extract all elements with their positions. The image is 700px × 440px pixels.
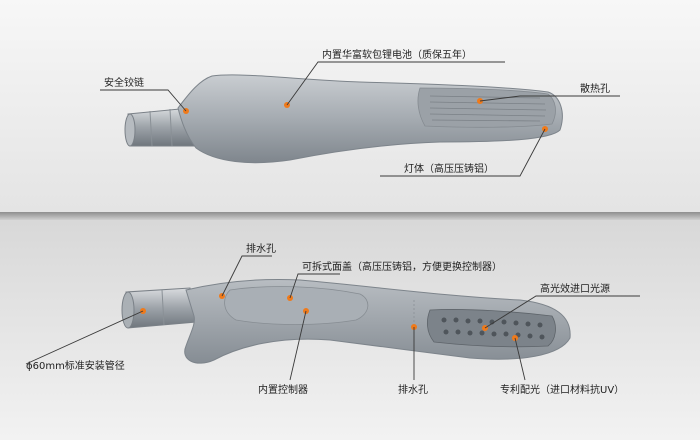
leader-body <box>380 128 546 177</box>
bottom-lamp-led-module <box>426 309 556 348</box>
top-lamp-heatsink <box>417 87 556 128</box>
label-light-source: 高光效进口光源 <box>540 282 610 295</box>
label-drain-bottom: 排水孔 <box>398 383 428 396</box>
leader-heat-holes <box>479 95 620 102</box>
bottom-lamp-pipe-end <box>121 291 135 329</box>
leader-pipe <box>25 310 144 365</box>
label-body: 灯体（高压压铸铝） <box>404 162 494 175</box>
label-heat-holes: 散热孔 <box>580 82 610 95</box>
leader-cover <box>289 273 340 299</box>
top-leaders <box>100 61 620 177</box>
bottom-lamp-pipe <box>125 287 197 329</box>
leader-light-source <box>484 295 640 329</box>
leader-battery <box>286 61 505 106</box>
leader-hinge <box>100 89 187 112</box>
label-pipe: ɸ60mm标准安装管径 <box>26 359 125 372</box>
bottom-lamp <box>121 278 571 364</box>
leader-optics <box>514 337 526 381</box>
leader-drain-top <box>221 255 272 297</box>
bottom-leaders <box>25 255 640 381</box>
label-battery: 内置华富软包锂电池（质保五年） <box>322 48 472 61</box>
bottom-lamp-cover <box>224 286 369 325</box>
panel-divider <box>0 212 700 220</box>
label-optics: 专利配光（进口材料抗UV） <box>500 383 624 396</box>
leader-controller <box>289 310 307 381</box>
top-lamp-pipe-end <box>124 113 136 147</box>
label-drain-top: 排水孔 <box>246 242 276 255</box>
top-lamp <box>124 74 563 164</box>
label-cover: 可拆式面盖（高压压铸铝，方便更换控制器） <box>302 260 502 273</box>
label-controller: 内置控制器 <box>258 383 308 396</box>
label-hinge: 安全铰链 <box>104 76 144 89</box>
